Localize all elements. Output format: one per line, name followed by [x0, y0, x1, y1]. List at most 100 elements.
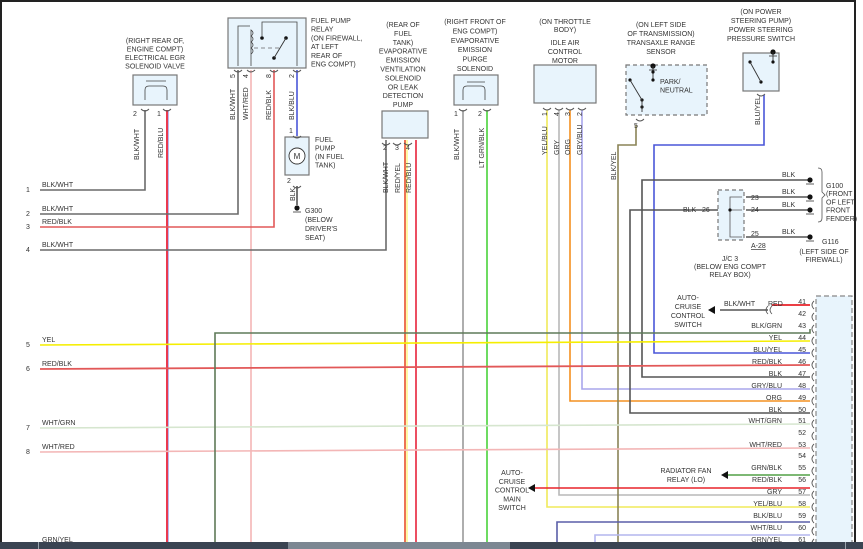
trs-contact	[651, 70, 655, 74]
purge-pin-1	[458, 108, 468, 112]
purge-pin-2	[482, 108, 492, 112]
ecm-wire-label: YEL/BLU	[753, 501, 782, 508]
iac-pin-label: 3	[565, 112, 572, 116]
pump-label: (IN FUEL	[315, 154, 344, 161]
ground-icon	[807, 234, 813, 240]
left-wire-label: BLK/WHT	[42, 242, 74, 249]
scrollbar-thumb[interactable]	[288, 542, 510, 549]
ecm-wire-label: GRY/BLU	[751, 383, 782, 390]
wire-g100-blk	[641, 179, 810, 378]
relay-wire-label: RED/BLK	[266, 90, 273, 120]
ecm-wire-label: YEL	[769, 335, 782, 342]
coil-icon	[144, 85, 168, 100]
ps-wire-label: BLU/YEL	[755, 96, 762, 125]
acc-main-label: AUTO-	[501, 470, 523, 477]
ecm-pin-number: 49	[798, 395, 806, 402]
ecm-pin-number: 42	[798, 311, 806, 318]
ecm-wire-label: RED/BLK	[752, 477, 782, 484]
g116-location: (LEFT SIDE OF	[799, 249, 848, 256]
wire-relay-red-blk	[40, 70, 275, 228]
ecm-pin-number: 53	[798, 442, 806, 449]
fuel-pump-relay-box	[227, 17, 307, 69]
ps-label: STEERING PUMP)	[731, 18, 791, 25]
acc-switch-label: CONTROL	[671, 313, 705, 320]
ecm-pin-number: 61	[798, 537, 806, 544]
iac-wire-label: ORG	[565, 139, 572, 155]
ecm-wire-label: BLK/BLU	[753, 513, 782, 520]
g100-label: OF LEFT	[826, 199, 856, 206]
trs-label: TRANSAXLE RANGE	[627, 40, 696, 47]
evap-vent-label: PUMP	[393, 102, 414, 109]
purge-pin-label: 1	[454, 111, 458, 118]
evap-vent-label: DETECTION	[383, 93, 423, 100]
ecm-pin-number: 59	[798, 513, 806, 520]
pump-pin-1	[292, 135, 302, 139]
ground-icon	[807, 207, 813, 213]
wire-iac-org	[569, 110, 810, 402]
evap-vent-label: EVAPORATIVE	[379, 49, 428, 56]
evap-purge-box	[453, 74, 499, 106]
egr-location: ENGINE COMPT)	[127, 47, 183, 54]
horizontal-scrollbar[interactable]	[0, 542, 863, 549]
iac-name: MOTOR	[552, 58, 578, 65]
motor-symbol: M	[294, 152, 301, 161]
jc3-label: J/C 3	[722, 256, 738, 263]
ecm-pin-number: 47	[798, 371, 806, 378]
ecm-pin-terminal	[811, 324, 815, 334]
ecm-pin-number: 54	[798, 453, 806, 460]
g300-label: G300	[305, 208, 322, 215]
ecm-pin-number: 45	[798, 347, 806, 354]
relay-label: ENG COMPT)	[311, 62, 356, 69]
left-wire-label: RED/BLK	[42, 219, 72, 226]
trs-box	[625, 64, 708, 116]
iac-pin-label: 2	[577, 112, 584, 116]
g116-label: G116	[822, 239, 839, 246]
ecm-wire-label: BLK/GRN	[751, 323, 782, 330]
ecm-wire-label: GRY	[767, 489, 782, 496]
ecm-pin-terminal	[811, 478, 815, 488]
ecm-pin-terminal	[811, 312, 815, 322]
purge-wire-label: LT GRN/BLK	[479, 127, 486, 168]
ecm-pin-terminal	[811, 502, 815, 512]
ecm-pin-number: 60	[798, 525, 806, 532]
acc-switch-arrow-icon	[708, 306, 715, 314]
ps-switch-box	[742, 52, 780, 92]
g100-bracket	[817, 167, 826, 223]
coil-icon	[462, 85, 486, 100]
acc-main-label: CONTROL	[495, 488, 529, 495]
wire-ps-blu-yel	[653, 95, 810, 354]
wire-iac-yel-blu	[546, 110, 810, 508]
g300-ground-icon	[294, 205, 300, 211]
jc3-in-pin-label: 26	[702, 207, 710, 214]
left-wire-label: WHT/GRN	[42, 420, 75, 427]
evap-vent-wire-label: RED/BLU	[406, 163, 413, 193]
trs-wire-label: BLK/YEL	[611, 151, 618, 180]
ecm-wire-label: BLK	[769, 371, 783, 378]
evap-vent-label: TANK)	[393, 40, 413, 47]
relay-pin-label: 8	[266, 74, 273, 78]
iac-wire-label: YEL/BLU	[542, 126, 549, 155]
relay-wiring	[261, 21, 298, 66]
jc3-box	[717, 189, 745, 241]
ecm-wire-label: WHT/BLU	[751, 525, 783, 532]
left-connector-pin: 5	[26, 342, 30, 349]
iac-pin-label: 1	[542, 112, 549, 116]
evap-purge-label: ENG COMPT)	[453, 28, 498, 35]
jc3-wire-label: BLK	[782, 189, 796, 196]
acc-connector	[765, 305, 773, 315]
evap-vent-pin	[381, 142, 391, 146]
wire-row8-wht-red	[39, 447, 811, 453]
relay-label: AT LEFT	[311, 44, 339, 51]
radiator-fan-arrow-icon	[721, 471, 728, 479]
iac-location: (ON THROTTLE	[539, 19, 591, 26]
relay-label: RELAY	[311, 27, 334, 34]
ecm-wire-label: GRN/YEL	[751, 537, 782, 544]
relay-wire-label: BLK/BLU	[289, 91, 296, 120]
egr-pin-1	[162, 108, 172, 112]
wire-row4-blk-wht	[40, 140, 387, 251]
ecm-pin-terminal	[811, 300, 815, 310]
pump-pin-label: 1	[289, 128, 293, 135]
jc3-label: (BELOW ENG COMPT	[694, 264, 767, 271]
wire-row6-red-blk	[39, 364, 811, 370]
